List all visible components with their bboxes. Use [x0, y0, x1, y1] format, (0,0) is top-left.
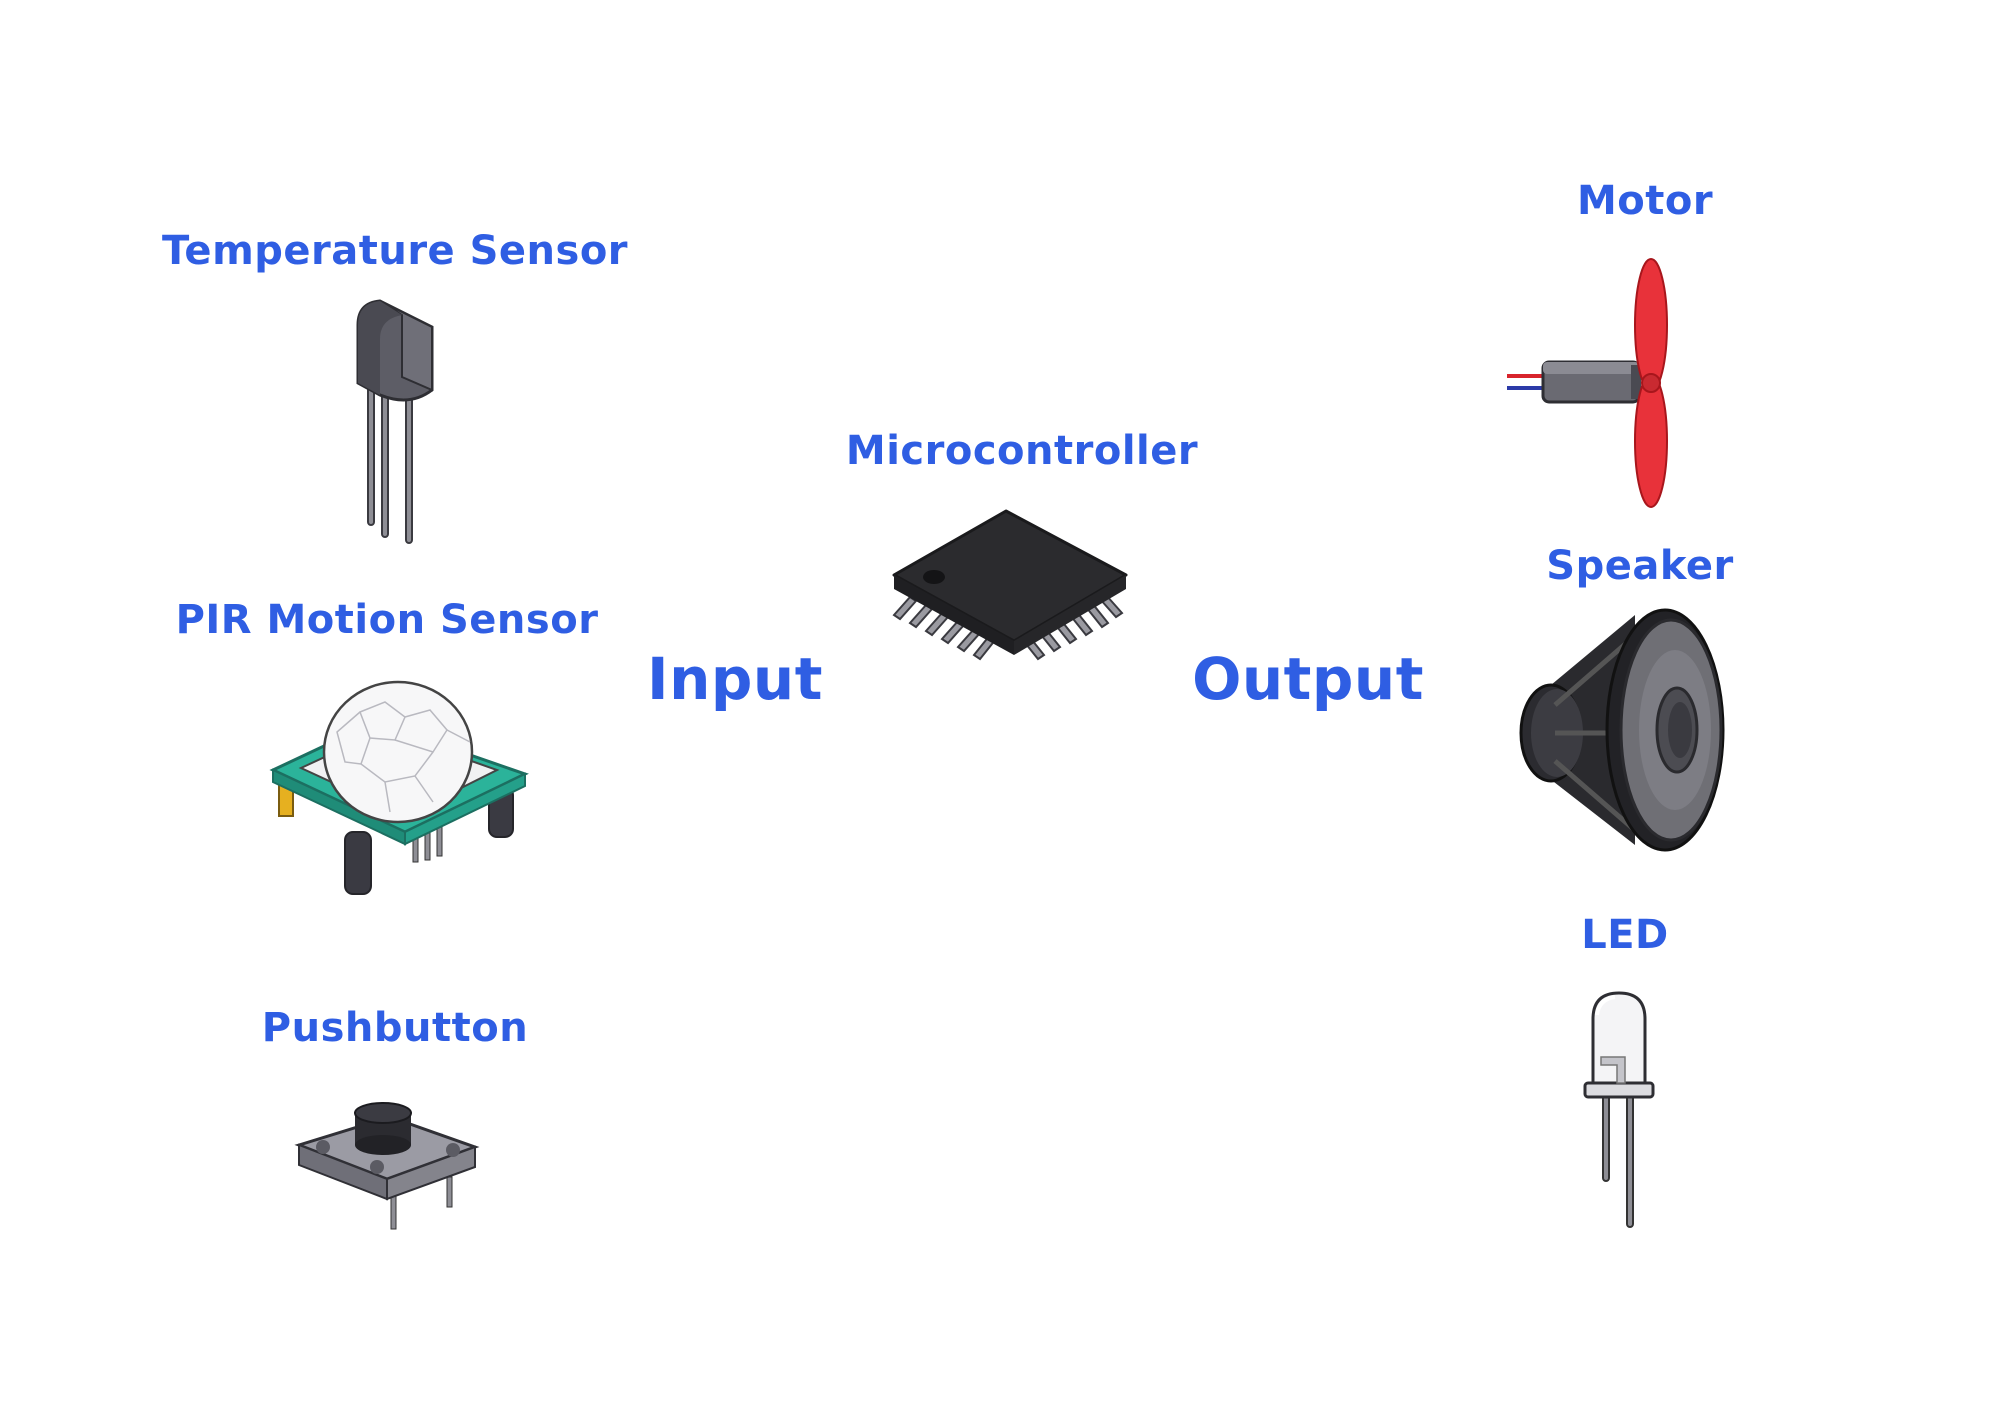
microcontroller-icon: [892, 509, 1128, 661]
microcontroller-label: Microcontroller: [845, 428, 1199, 474]
input-label: Input: [647, 645, 823, 713]
pushbutton-icon: [294, 1102, 480, 1230]
led-icon: [1583, 991, 1655, 1228]
pushbutton-label: Pushbutton: [261, 1005, 529, 1051]
speaker-icon: [1519, 608, 1725, 852]
temperature-sensor-icon: [356, 299, 434, 544]
motor-label: Motor: [1576, 178, 1714, 224]
motor-icon: [1507, 258, 1668, 508]
temperature-sensor-label: Temperature Sensor: [161, 228, 629, 274]
speaker-label: Speaker: [1546, 543, 1734, 589]
output-label: Output: [1192, 645, 1424, 713]
led-label: LED: [1581, 912, 1669, 958]
pir-motion-sensor-icon: [269, 680, 529, 895]
pir-motion-sensor-label: PIR Motion Sensor: [175, 597, 599, 643]
